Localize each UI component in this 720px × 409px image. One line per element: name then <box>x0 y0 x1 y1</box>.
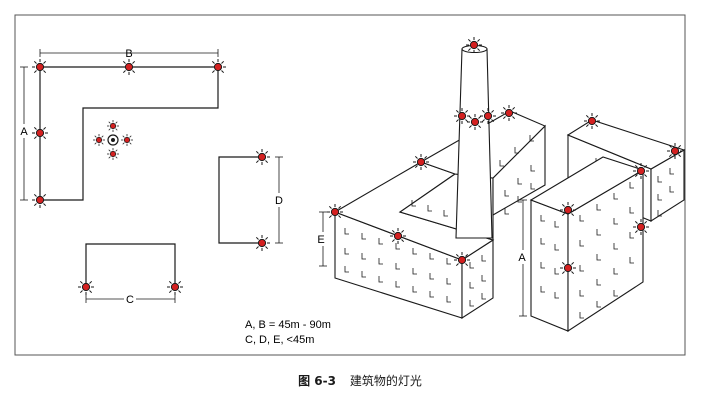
building-plan-c <box>85 243 176 287</box>
label-c: C <box>126 294 134 306</box>
window-marks-l-building <box>344 135 535 307</box>
obstruction-light-icon <box>253 148 271 166</box>
l-shaped-building-plan <box>39 66 219 201</box>
diagram-frame <box>14 14 686 356</box>
obstruction-light-icon <box>465 36 483 54</box>
obstruction-light-icon <box>466 113 484 131</box>
building-plan-d <box>218 156 262 244</box>
window-marks-front-building <box>540 182 634 319</box>
obstruction-light-icon <box>453 251 471 269</box>
chimney-3d <box>455 44 493 239</box>
note-line-2: C, D, E, <45m <box>245 334 314 346</box>
label-e: E <box>317 234 324 246</box>
compass-light-icon <box>92 119 134 161</box>
obstruction-light-icon <box>632 162 650 180</box>
figure-title: 建筑物的灯光 <box>349 374 422 388</box>
front-tall-building-3d <box>529 156 645 333</box>
obstruction-light-icon <box>166 278 184 296</box>
obstruction-light-icon <box>253 234 271 252</box>
obstruction-light-icon <box>31 124 49 142</box>
obstruction-light-icon <box>412 153 430 171</box>
obstruction-light-icon <box>389 227 407 245</box>
obstruction-light-icon <box>632 218 650 236</box>
label-d: D <box>275 195 283 207</box>
obstruction-light-icon <box>31 58 49 76</box>
dimension-b <box>39 49 219 57</box>
obstruction-light-icon <box>559 259 577 277</box>
obstruction-light-icon <box>500 104 518 122</box>
obstruction-light-icon <box>583 112 601 130</box>
label-b: B <box>125 48 132 60</box>
obstruction-light-icon <box>666 142 684 160</box>
label-a-building: A <box>518 252 526 264</box>
obstruction-light-icon <box>326 203 344 221</box>
obstruction-light-icon <box>559 201 577 219</box>
note-line-1: A, B = 45m - 90m <box>245 319 331 331</box>
figure-number: 图 6-3 <box>298 374 336 388</box>
obstruction-light-icon <box>120 58 138 76</box>
figure-caption: 图 6-3 建筑物的灯光 <box>0 372 720 389</box>
label-a-left: A <box>20 126 28 138</box>
obstruction-light-icon <box>31 191 49 209</box>
l-shaped-building-3d <box>333 110 546 320</box>
obstruction-light-icon <box>77 278 95 296</box>
obstruction-light-icon <box>209 58 227 76</box>
